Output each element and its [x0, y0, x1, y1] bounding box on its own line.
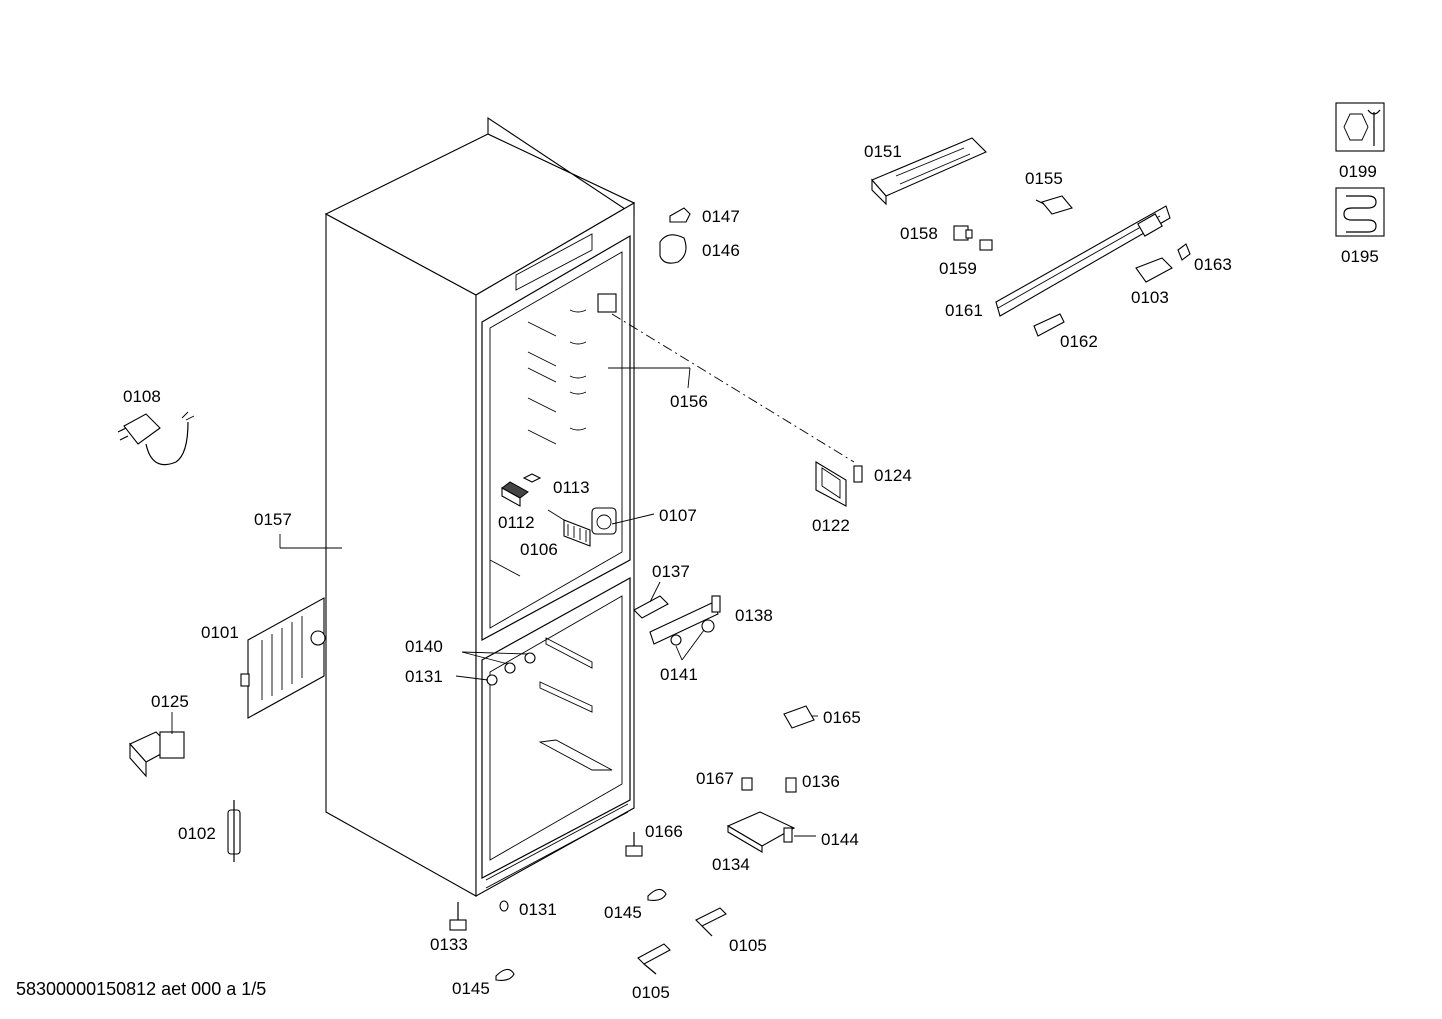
part-0163-clip	[1177, 243, 1191, 261]
part-0101-back-cover	[240, 597, 326, 719]
part-0124-clip	[853, 465, 863, 483]
diagram-code: 58300000150812 aet 000 a 1/5	[16, 979, 267, 999]
label-0145a: 0145	[604, 903, 642, 922]
label-0133: 0133	[430, 935, 468, 954]
part-0106-grille	[563, 519, 591, 547]
label-0141: 0141	[660, 665, 698, 684]
label-0161: 0161	[945, 301, 983, 320]
label-0102: 0102	[178, 824, 216, 843]
part-0108-plug	[117, 411, 195, 466]
part-0134-hinge-bottom	[726, 811, 796, 853]
label-0140: 0140	[405, 637, 443, 656]
label-0163: 0163	[1194, 255, 1232, 274]
part-0112-switch	[501, 481, 529, 507]
refrigerator-cabinet	[324, 116, 636, 897]
label-0105b: 0105	[632, 983, 670, 1002]
part-0156-module	[597, 293, 617, 313]
label-0155: 0155	[1025, 169, 1063, 188]
label-0136: 0136	[802, 772, 840, 791]
part-0136-screw	[785, 777, 797, 793]
label-0125: 0125	[151, 692, 189, 711]
label-0105a: 0105	[729, 936, 767, 955]
part-0158-relay	[953, 225, 973, 241]
part-0145-cap-a	[647, 888, 667, 901]
label-0134: 0134	[712, 855, 750, 874]
label-0195: 0195	[1341, 247, 1379, 266]
part-0125-box	[129, 731, 185, 778]
label-0112: 0112	[498, 513, 535, 532]
label-0124: 0124	[874, 466, 912, 485]
wrench-icon	[1335, 102, 1385, 152]
label-0147: 0147	[702, 207, 740, 226]
label-0156: 0156	[670, 392, 708, 411]
part-0162-strip	[1033, 313, 1065, 337]
label-0159: 0159	[939, 259, 977, 278]
part-0131-plug-b	[499, 900, 509, 912]
part-0159-cap	[979, 239, 993, 251]
part-0105-bracket-a	[695, 907, 727, 937]
part-0141-washer	[670, 634, 682, 646]
label-0137: 0137	[652, 562, 690, 581]
label-0151: 0151	[864, 142, 902, 161]
label-0107: 0107	[659, 506, 697, 525]
part-0105-bracket-b	[637, 943, 671, 975]
part-0133-foot	[449, 902, 467, 931]
label-0113: 0113	[553, 478, 590, 497]
label-0122: 0122	[812, 516, 850, 535]
label-0166: 0166	[645, 822, 683, 841]
label-0157: 0157	[254, 510, 292, 529]
part-0138-hinge	[649, 595, 721, 645]
label-0158: 0158	[900, 224, 938, 243]
part-0145-cap-b	[495, 968, 515, 981]
part-0165-switch	[783, 705, 815, 729]
part-0122-frame	[815, 461, 847, 507]
label-0144: 0144	[821, 830, 859, 849]
label-0162: 0162	[1060, 332, 1098, 351]
part-0161-rail	[995, 205, 1171, 317]
part-labels: 0101 0102 0103 0105 0105 0106 0107 0108 …	[123, 142, 1379, 1002]
leader-lines	[171, 313, 855, 837]
part-0103-cover	[1135, 257, 1173, 283]
label-0138: 0138	[735, 606, 773, 625]
part-0140-pins	[504, 652, 536, 674]
label-0106: 0106	[520, 540, 558, 559]
label-0167: 0167	[696, 769, 734, 788]
label-0108: 0108	[123, 387, 161, 406]
part-0146-holder	[659, 234, 687, 264]
label-0165: 0165	[823, 708, 861, 727]
part-0144-pin	[783, 827, 793, 843]
coil-heater-icon	[1335, 187, 1385, 237]
part-0102-tube	[227, 800, 241, 862]
label-0101: 0101	[201, 623, 239, 642]
label-0131a: 0131	[405, 667, 443, 686]
part-0155-sensor	[1035, 195, 1073, 215]
part-0147-bracket	[669, 207, 691, 223]
label-0145b: 0145	[452, 979, 490, 998]
part-0131-plug-a	[486, 674, 498, 686]
label-0199: 0199	[1339, 162, 1377, 181]
part-0151-control-housing	[871, 137, 987, 206]
label-0103: 0103	[1131, 288, 1169, 307]
label-0146: 0146	[702, 241, 740, 260]
part-0166-foot	[625, 832, 643, 857]
label-0131b: 0131	[519, 900, 557, 919]
part-0137-hinge-plate	[633, 595, 669, 619]
part-0113-lamp	[522, 473, 542, 483]
part-0167-clip	[741, 777, 753, 791]
part-0107-cover	[591, 507, 617, 535]
